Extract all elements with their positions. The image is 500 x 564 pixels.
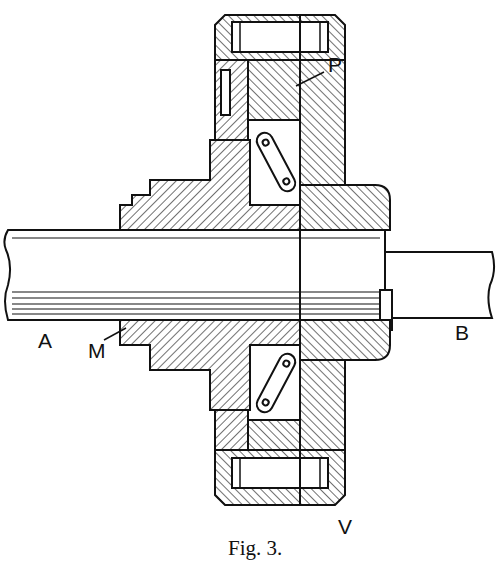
shaft-shading	[12, 238, 380, 314]
shaft-label: B	[455, 322, 469, 343]
joint-line	[299, 15, 301, 505]
shoe	[248, 420, 300, 450]
drum-hub	[300, 320, 390, 360]
shaft-a	[4, 230, 385, 320]
figure-caption: Fig. 3.	[228, 538, 282, 559]
roller	[232, 22, 328, 52]
shoe	[248, 60, 300, 120]
roller	[232, 458, 328, 488]
drum-rim	[215, 450, 345, 505]
part-label: P	[328, 54, 342, 75]
shaft-label: A	[38, 330, 52, 351]
drum-wall	[300, 60, 345, 185]
link	[254, 351, 298, 415]
drum-hub	[300, 185, 390, 230]
part-label: M	[88, 340, 106, 361]
drum-wall	[300, 360, 345, 450]
drum-rim	[215, 15, 345, 60]
hub-flange	[215, 60, 248, 140]
leader-line	[296, 72, 324, 86]
hub-flange	[215, 410, 248, 450]
shaft-b	[385, 252, 494, 318]
leader-line	[104, 328, 126, 340]
link	[254, 130, 298, 194]
part-label: V	[338, 516, 352, 537]
slot	[221, 70, 230, 115]
